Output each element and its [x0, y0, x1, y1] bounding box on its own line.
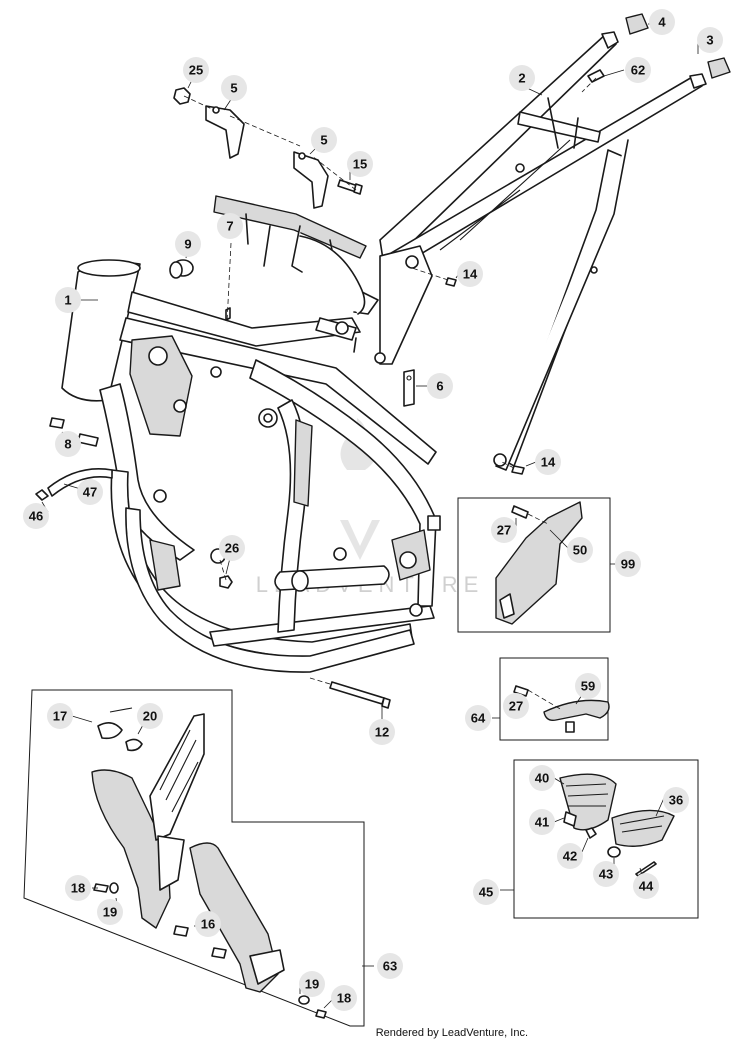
callout-12: 12: [369, 719, 395, 745]
callout-63: 63: [377, 953, 403, 979]
svg-text:3: 3: [706, 33, 713, 48]
callout-9: 9: [175, 231, 201, 257]
svg-text:27: 27: [509, 699, 523, 714]
svg-text:14: 14: [541, 455, 556, 470]
svg-text:59: 59: [581, 679, 595, 694]
svg-text:64: 64: [471, 711, 486, 726]
callout-18a: 18: [65, 875, 91, 901]
rendered-by-footer: Rendered by LeadVenture, Inc.: [375, 1027, 528, 1039]
svg-text:5: 5: [230, 81, 237, 96]
breather-hose: [35, 417, 113, 501]
strap: [403, 369, 415, 407]
callout-25: 25: [183, 57, 209, 83]
svg-text:42: 42: [563, 849, 577, 864]
callout-45: 45: [473, 879, 499, 905]
svg-text:18: 18: [337, 991, 351, 1006]
svg-text:7: 7: [226, 219, 233, 234]
svg-text:40: 40: [535, 771, 549, 786]
svg-text:27: 27: [497, 523, 511, 538]
svg-text:14: 14: [463, 267, 478, 282]
callout-3: 3: [697, 27, 723, 53]
svg-text:41: 41: [535, 815, 549, 830]
group-63-box: [23, 689, 374, 1027]
svg-text:45: 45: [479, 885, 493, 900]
callout-14a: 14: [457, 261, 483, 287]
svg-text:8: 8: [64, 437, 71, 452]
svg-text:62: 62: [631, 63, 645, 78]
callout-43: 43: [593, 861, 619, 887]
callout-40: 40: [529, 765, 555, 791]
callout-44: 44: [633, 873, 659, 899]
svg-text:44: 44: [639, 879, 654, 894]
svg-text:19: 19: [103, 905, 117, 920]
group-99-box: [457, 497, 616, 633]
svg-text:17: 17: [53, 709, 67, 724]
svg-text:12: 12: [375, 725, 389, 740]
callout-46: 46: [23, 503, 49, 529]
callout-2: 2: [509, 65, 535, 91]
callout-15: 15: [347, 151, 373, 177]
swingarm-bolt: [219, 277, 525, 709]
subframe: [374, 31, 707, 471]
end-caps: [625, 13, 731, 79]
svg-text:47: 47: [83, 485, 97, 500]
callout-5b: 5: [311, 127, 337, 153]
svg-text:19: 19: [305, 977, 319, 992]
plug: [169, 259, 194, 279]
svg-text:5: 5: [320, 133, 327, 148]
svg-text:50: 50: [573, 543, 587, 558]
callout-42: 42: [557, 843, 583, 869]
callout-19a: 19: [97, 899, 123, 925]
callout-64: 64: [465, 705, 491, 731]
callout-41: 41: [529, 809, 555, 835]
svg-text:1: 1: [64, 293, 71, 308]
callout-4: 4: [649, 9, 675, 35]
callout-8: 8: [55, 431, 81, 457]
callout-36: 36: [663, 787, 689, 813]
callout-1: 1: [55, 287, 81, 313]
svg-text:20: 20: [143, 709, 157, 724]
svg-text:63: 63: [383, 959, 397, 974]
callout-16: 16: [195, 911, 221, 937]
svg-text:6: 6: [436, 379, 443, 394]
group-45-box: [513, 759, 699, 919]
callout-5a: 5: [221, 75, 247, 101]
callout-27b: 27: [503, 693, 529, 719]
callout-62: 62: [625, 57, 651, 83]
svg-text:26: 26: [225, 541, 239, 556]
callout-26: 26: [219, 535, 245, 561]
svg-text:18: 18: [71, 881, 85, 896]
callout-27a: 27: [491, 517, 517, 543]
svg-text:9: 9: [184, 237, 191, 252]
callout-47: 47: [77, 479, 103, 505]
brackets: [205, 105, 329, 209]
main-frame: [61, 259, 441, 673]
callout-6: 6: [427, 373, 453, 399]
svg-text:36: 36: [669, 793, 683, 808]
svg-text:25: 25: [189, 63, 203, 78]
callout-59: 59: [575, 673, 601, 699]
svg-text:2: 2: [518, 71, 525, 86]
assembly-lines: [183, 77, 597, 685]
svg-text:4: 4: [658, 15, 666, 30]
callout-19b: 19: [299, 971, 325, 997]
cable-guide-plate: [213, 195, 379, 315]
fasteners-top: [173, 69, 605, 195]
callout-99: 99: [615, 551, 641, 577]
callout-14b: 14: [535, 449, 561, 475]
callout-17: 17: [47, 703, 73, 729]
callout-50: 50: [567, 537, 593, 563]
svg-text:46: 46: [29, 509, 43, 524]
callout-7: 7: [217, 213, 243, 239]
svg-text:99: 99: [621, 557, 635, 572]
group-64-box: [499, 657, 610, 741]
svg-text:15: 15: [353, 157, 367, 172]
svg-text:43: 43: [599, 867, 613, 882]
callout-18b: 18: [331, 985, 357, 1011]
callout-20: 20: [137, 703, 163, 729]
svg-text:16: 16: [201, 917, 215, 932]
